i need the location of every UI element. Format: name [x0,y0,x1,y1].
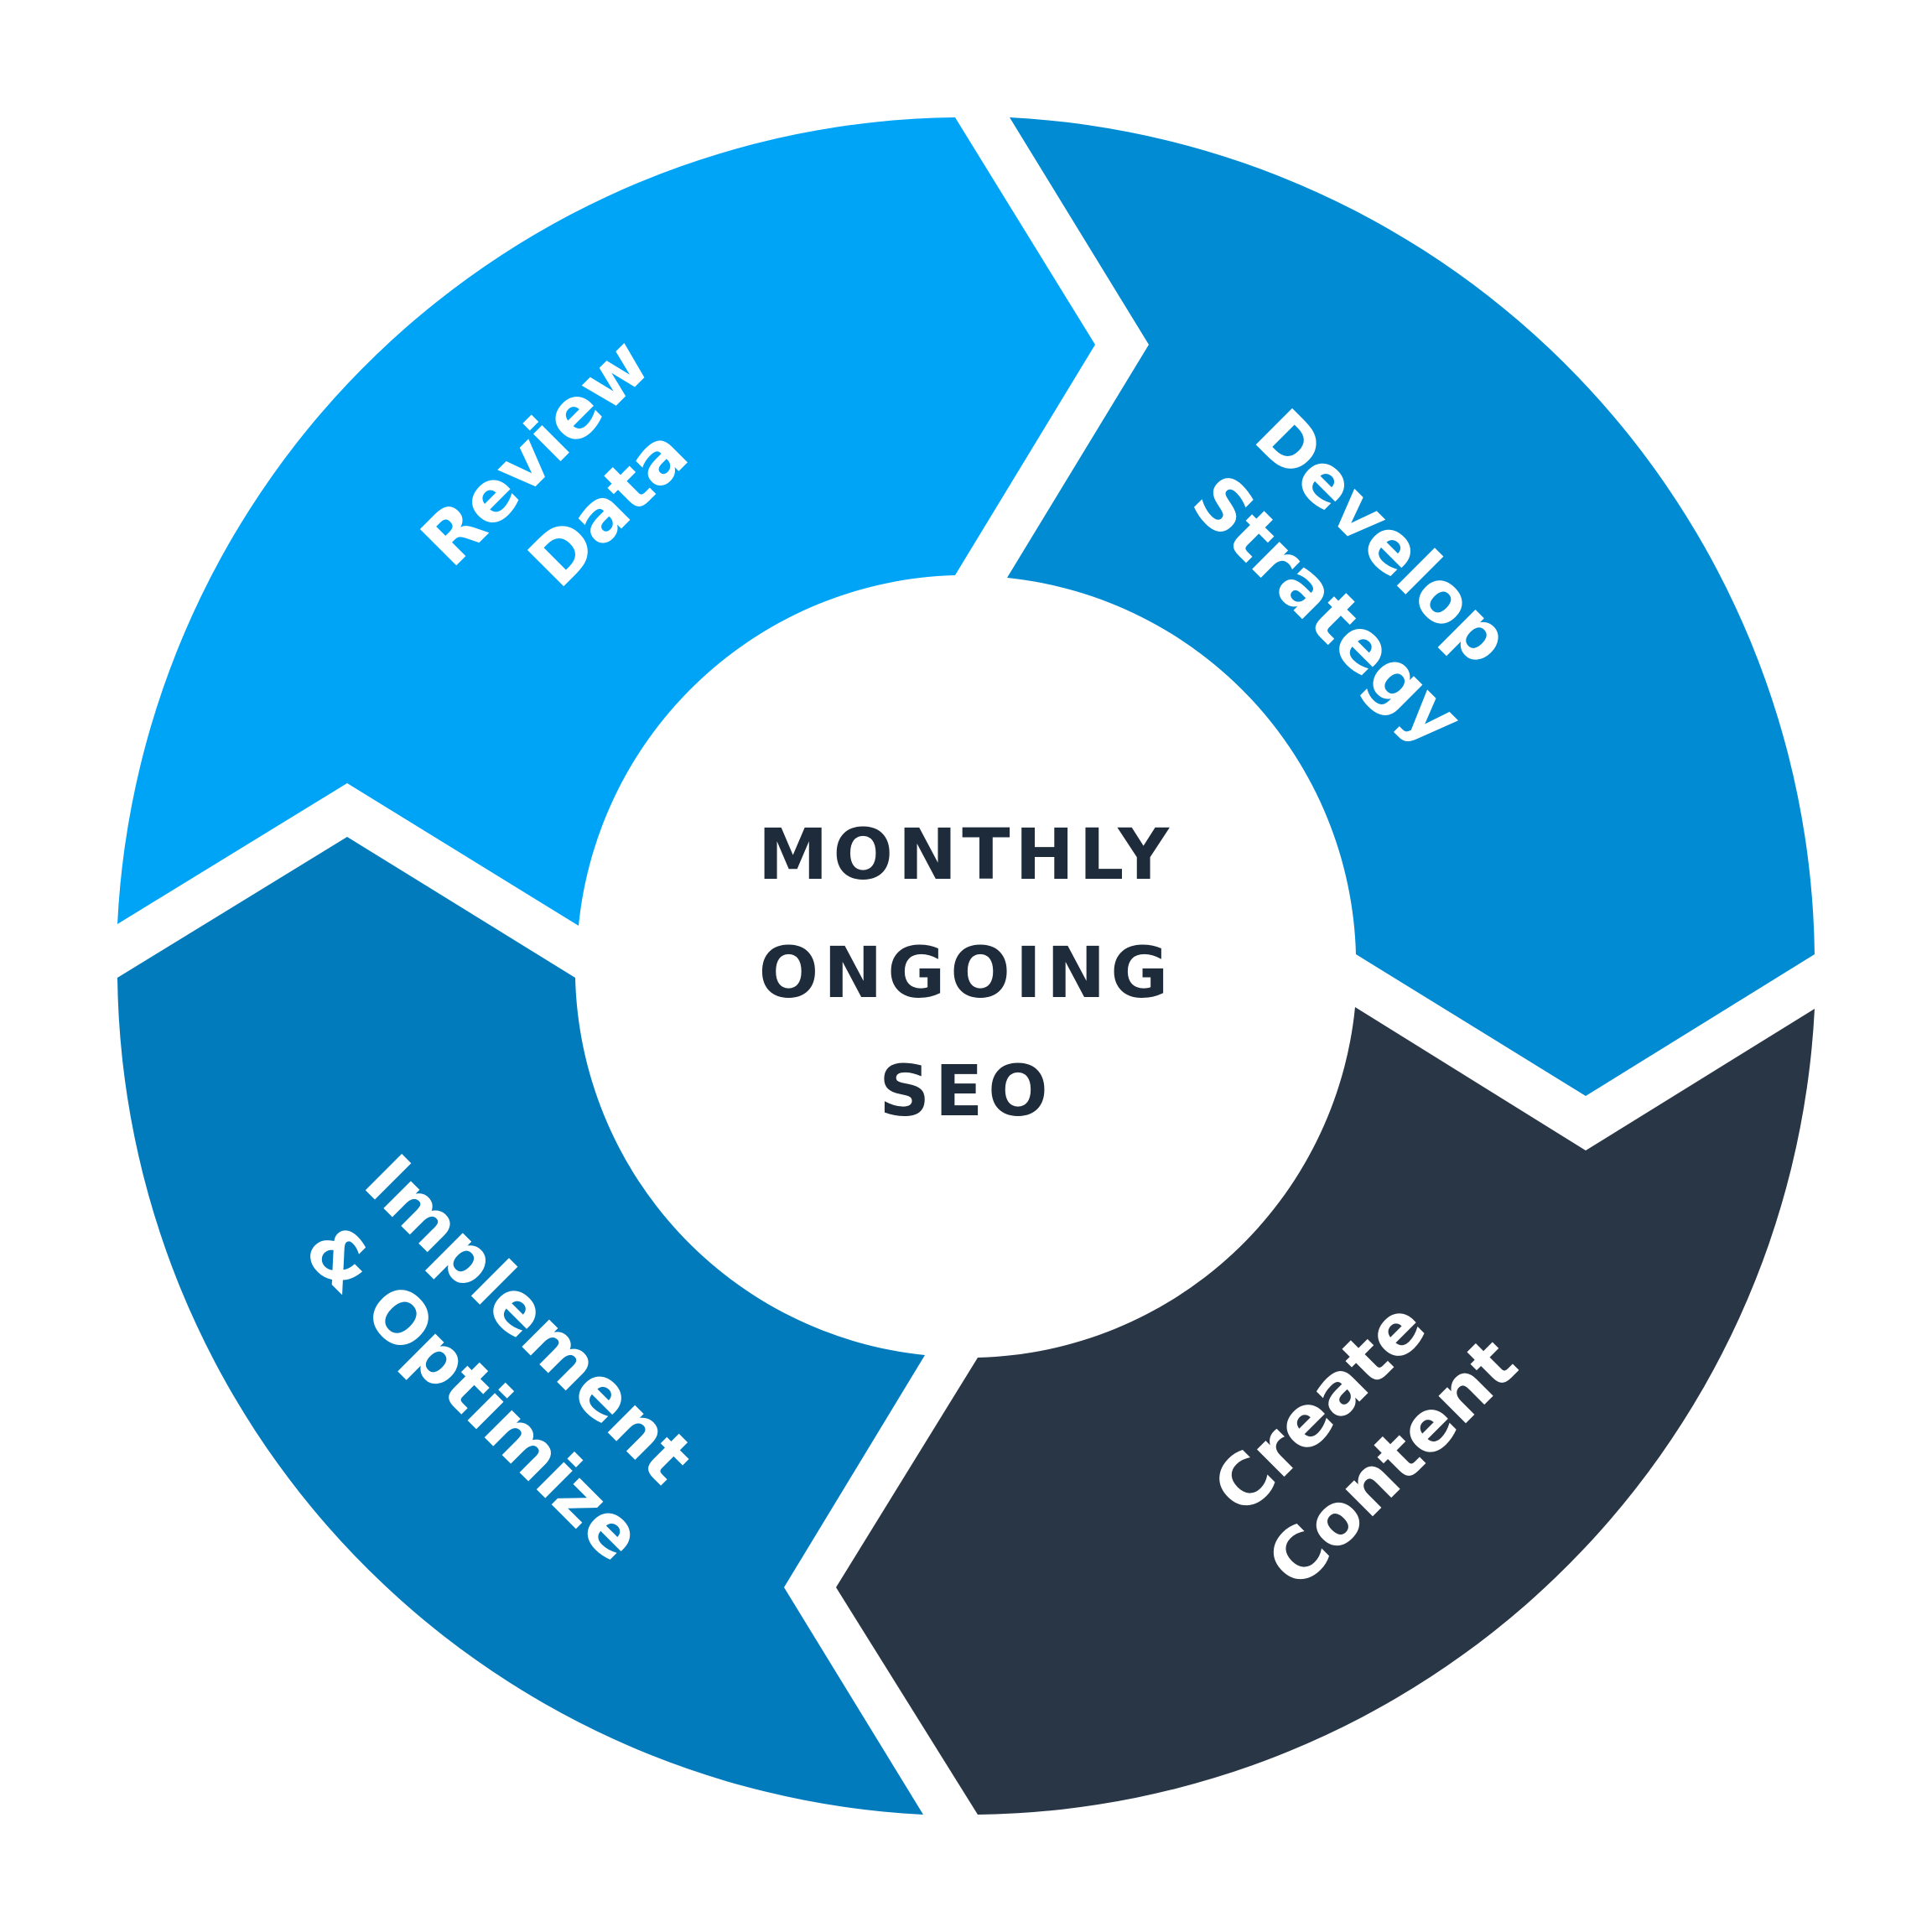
segment-develop-strategy: Develop Strategy [1007,117,1815,1096]
center-hub: MONTHLY ONGOING SEO [758,813,1174,1132]
segment-implement-optimize: Implement & Optimize [117,837,925,1815]
segment-review-data: Review Data [117,117,1095,926]
center-title-line-2: ONGOING [759,932,1174,1014]
segment-create-content: Create Content [836,1007,1815,1815]
segment-shape-implement-optimize [117,837,925,1815]
segment-shape-create-content [836,1007,1815,1815]
center-title-line-3: SEO [879,1050,1052,1132]
segment-shape-develop-strategy [1007,117,1815,1096]
center-title-line-1: MONTHLY [758,813,1174,896]
segment-shape-review-data [117,117,1095,926]
